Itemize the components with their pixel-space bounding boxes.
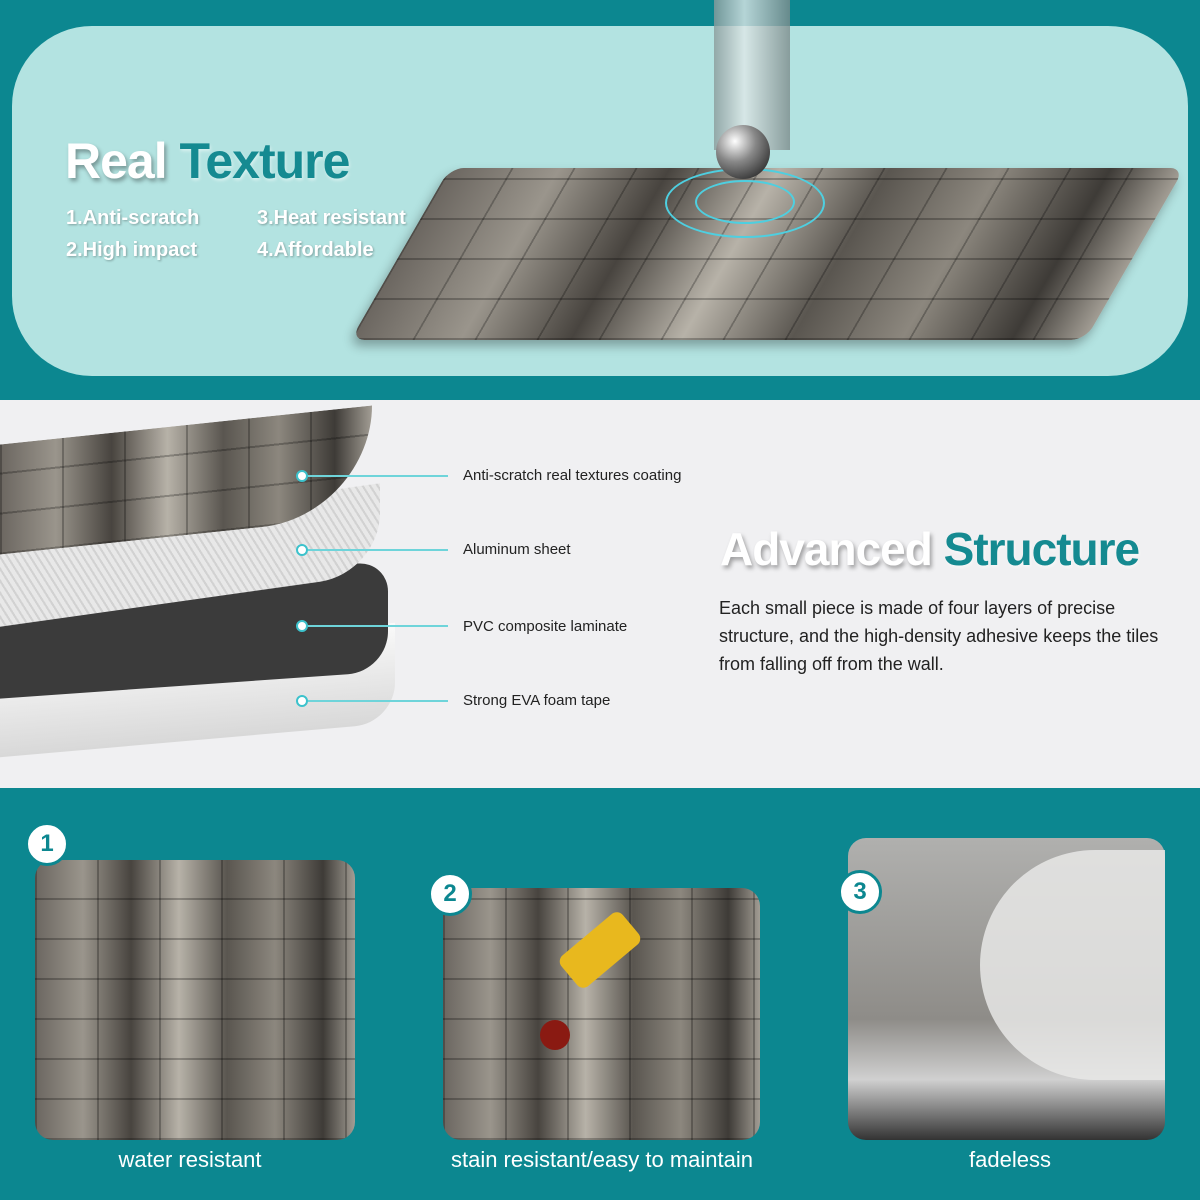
callout-dot [296, 544, 308, 556]
stain-drop-icon [540, 1020, 570, 1050]
layer-label: PVC composite laminate [463, 618, 628, 635]
callout-dot [296, 470, 308, 482]
impact-pole [714, 0, 790, 150]
feature-2: 2.High impact [66, 239, 198, 261]
steel-ball-icon [716, 125, 770, 179]
feature-caption: fadeless [969, 1147, 1051, 1172]
callout-line [308, 549, 448, 551]
structure-title: Advanced Structure [720, 522, 1190, 576]
layer-label: Anti-scratch real textures coating [463, 467, 682, 484]
callout-dot [296, 620, 308, 632]
clock-icon [980, 850, 1165, 1080]
title-teal: Texture [179, 133, 351, 189]
callout-dot [296, 695, 308, 707]
structure-description: Each small piece is made of four layers … [719, 598, 1159, 674]
callout-line [308, 700, 448, 702]
layer-label: Aluminum sheet [463, 541, 571, 558]
feature-number-badge: 3 [838, 870, 882, 914]
title-white: Advanced [720, 523, 933, 575]
callout-line [308, 475, 448, 477]
feature-number-badge: 2 [428, 872, 472, 916]
feature-1: 1.Anti-scratch [66, 207, 200, 229]
title-white: Real [65, 133, 168, 189]
texture-title: Real Texture [65, 132, 351, 190]
layer-label: Strong EVA foam tape [463, 692, 611, 709]
water-resistant-image [35, 860, 355, 1140]
feature-number-badge: 1 [25, 822, 69, 866]
feature-caption: water resistant [118, 1147, 262, 1172]
callout-line [308, 625, 448, 627]
title-teal: Structure [943, 523, 1140, 575]
impact-ring [695, 180, 795, 224]
feature-3: 3.Heat resistant [257, 207, 406, 229]
feature-caption: stain resistant/easy to maintain [450, 1147, 754, 1172]
feature-4: 4.Affordable [257, 239, 374, 261]
